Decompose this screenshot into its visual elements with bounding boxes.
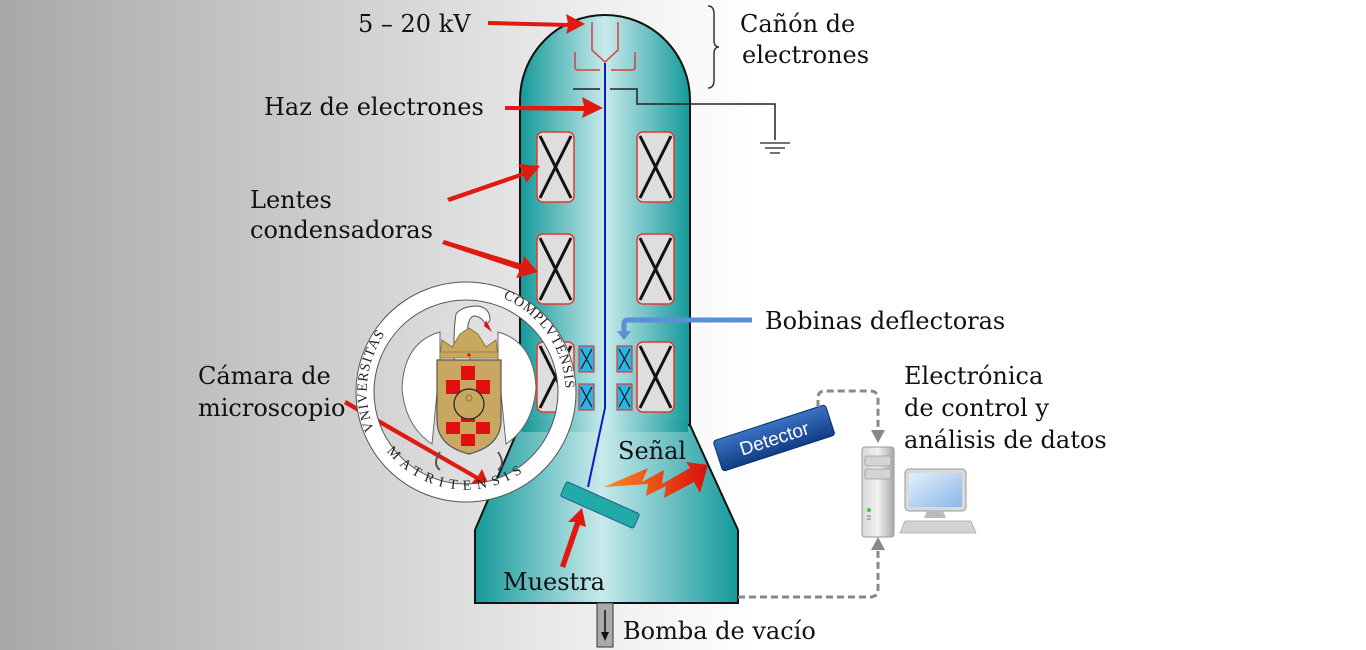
crown-icon	[439, 327, 499, 359]
electronics-label-3: análisis de datos	[904, 426, 1107, 454]
electronics-label-1: Electrónica	[904, 362, 1043, 390]
detector-to-computer-line	[816, 389, 880, 432]
chamber-label-1: Cámara de	[198, 362, 331, 390]
electron-gun-label-1: Cañón de	[740, 10, 855, 38]
electron-gun-label-2: electrones	[742, 41, 869, 69]
wing-left-icon	[401, 331, 441, 445]
vacuum-pump-label: Bomba de vacío	[623, 617, 816, 645]
deflection-coil	[578, 345, 595, 373]
condenser-arrow-2	[442, 240, 538, 278]
sample-label: Muestra	[503, 568, 605, 596]
computer-icon	[861, 446, 977, 538]
condenser-lens-mid-right	[636, 233, 675, 305]
voltage-arrow	[488, 14, 585, 34]
electronics-label-2: de control y	[904, 394, 1049, 422]
signal-label: Señal	[618, 437, 686, 465]
signal-arrow	[604, 462, 708, 498]
condenser-lens-top-left	[536, 131, 575, 203]
arrowhead-up	[871, 537, 885, 550]
seal-emblem	[401, 305, 537, 471]
electron-beam-label: Haz de electrones	[264, 93, 484, 121]
chamber-to-computer-line	[738, 550, 880, 599]
wing-right-icon	[497, 331, 537, 445]
electron-beam	[587, 63, 606, 488]
deflection-coils	[578, 345, 633, 411]
pointer-arrows	[344, 14, 603, 568]
electron-gun-icon	[574, 22, 636, 71]
deflection-coil	[578, 383, 595, 411]
deflection-coil	[616, 345, 633, 373]
shield-icon	[436, 359, 502, 455]
beam-arrow	[505, 97, 603, 118]
condenser-arrow-1	[447, 164, 540, 202]
anode-ground-wire	[573, 88, 776, 140]
objective-lens-right	[636, 341, 675, 413]
condenser-lens-top-right	[636, 131, 675, 203]
deflection-coil	[616, 383, 633, 411]
sample-stage	[560, 481, 640, 529]
chamber-arrow	[344, 400, 491, 490]
condenser-label-1: Lentes	[250, 186, 332, 214]
vacuum-pump-pipe	[596, 602, 614, 648]
chamber-label-2: microscopio	[198, 394, 346, 422]
electron-gun-brace	[707, 5, 720, 89]
sample-arrow	[560, 508, 586, 568]
condenser-lens-mid-left	[536, 233, 575, 305]
deflection-coils-label: Bobinas deflectoras	[765, 307, 1005, 335]
ground-icon	[760, 142, 790, 154]
data-connections	[738, 389, 880, 599]
condenser-label-2: condensadoras	[250, 216, 433, 244]
deflector-pointer-arrow	[617, 317, 752, 340]
voltage-label: 5 – 20 kV	[358, 10, 471, 38]
arrowhead-down	[871, 430, 885, 443]
cord-icon	[435, 451, 503, 471]
detector: Detector	[713, 404, 835, 472]
seal-ring	[356, 282, 576, 502]
